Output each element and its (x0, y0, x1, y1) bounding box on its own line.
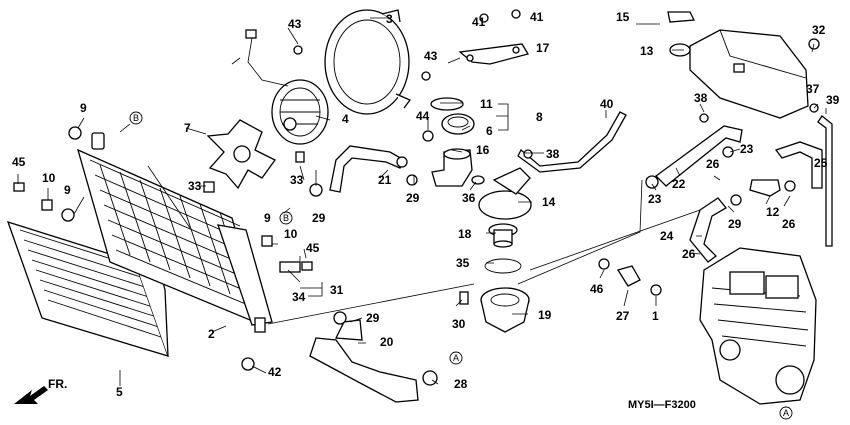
reservoir-tank (667, 11, 809, 119)
callout-40: 40 (600, 97, 614, 111)
front-direction-arrow: FR. (14, 377, 67, 404)
callout-43-a: 43 (288, 17, 302, 31)
leader-lines (17, 17, 827, 386)
callout-21: 21 (378, 173, 392, 187)
callout-9-a: 9 (80, 101, 87, 115)
callout-33-a: 33 (188, 179, 202, 193)
callout-6: 6 (486, 124, 493, 138)
callout-3: 3 (386, 12, 393, 26)
callout-38-b: 38 (546, 147, 560, 161)
callout-labels: 1 2 3 4 5 6 7 8 9 9 9 10 10 11 12 13 14 … (12, 10, 840, 399)
callout-41-b: 41 (530, 10, 544, 24)
callout-35: 35 (456, 256, 470, 270)
thermostat (484, 223, 522, 274)
callout-29-c: 29 (728, 217, 742, 231)
callout-45-a: 45 (12, 155, 26, 169)
hose-25 (774, 115, 833, 247)
callout-29-d: 29 (366, 311, 380, 325)
ref-marker-a-bottom: A (779, 406, 793, 420)
callout-27: 27 (616, 309, 630, 323)
front-label: FR. (48, 377, 67, 391)
callout-31: 31 (330, 283, 344, 297)
callout-46: 46 (590, 282, 604, 296)
hose-22 (645, 125, 743, 189)
callout-29-a: 29 (406, 191, 420, 205)
callout-38-a: 38 (694, 91, 708, 105)
callout-43-b: 43 (424, 49, 438, 63)
callout-16: 16 (476, 143, 490, 157)
ref-b-mid-text: B (283, 213, 289, 223)
callout-13: 13 (640, 44, 654, 58)
callout-9-c: 9 (264, 211, 271, 225)
callout-39: 39 (826, 93, 840, 107)
callout-44: 44 (416, 109, 430, 123)
callout-23-b: 23 (648, 192, 662, 206)
callout-4: 4 (342, 112, 349, 126)
callout-8: 8 (536, 110, 543, 124)
callout-22: 22 (672, 177, 686, 191)
ref-a-bottom-text: A (783, 408, 789, 418)
callout-41-a: 41 (472, 15, 486, 29)
small-parts (13, 9, 820, 386)
callout-15: 15 (616, 10, 630, 24)
callout-23-a: 23 (740, 142, 754, 156)
callout-36: 36 (462, 191, 476, 205)
radiator-cap (430, 97, 475, 135)
callout-10-a: 10 (42, 171, 56, 185)
hose-20 (309, 319, 419, 403)
callout-20: 20 (380, 335, 394, 349)
callout-7: 7 (184, 121, 191, 135)
callout-26-c: 26 (682, 247, 696, 261)
radiator (76, 132, 273, 333)
bracket-17 (458, 43, 530, 65)
callout-14: 14 (542, 195, 556, 209)
callout-37: 37 (806, 82, 820, 96)
ref-marker-b-top: B (129, 111, 143, 125)
callout-26-b: 26 (782, 217, 796, 231)
pipe-40 (517, 111, 627, 173)
callout-12: 12 (766, 205, 780, 219)
engine (699, 247, 817, 405)
ref-b-top-text: B (133, 113, 139, 123)
callout-18: 18 (458, 227, 472, 241)
callout-34: 34 (292, 290, 306, 304)
callout-17: 17 (536, 41, 550, 55)
callout-24: 24 (660, 229, 674, 243)
water-pump-cover (480, 287, 530, 333)
callout-9-b: 9 (64, 183, 71, 197)
thermostat-housing (471, 167, 532, 220)
callout-25: 25 (814, 156, 828, 170)
ref-a-mid-text: A (453, 353, 459, 363)
callout-2: 2 (208, 327, 215, 341)
callout-5: 5 (116, 385, 123, 399)
callout-42: 42 (268, 365, 282, 379)
callout-28: 28 (454, 377, 468, 391)
radiator-grille (6, 220, 170, 357)
fan-shroud (324, 9, 412, 115)
ref-marker-b-mid: B (279, 211, 293, 225)
callout-19: 19 (538, 308, 552, 322)
callout-30: 30 (452, 317, 466, 331)
hose-21 (329, 145, 408, 193)
callout-1: 1 (652, 309, 659, 323)
callout-11: 11 (480, 97, 493, 111)
joint-12 (689, 179, 796, 263)
callout-29-b: 29 (312, 211, 326, 225)
callout-32: 32 (812, 23, 826, 37)
fan-assembly (206, 29, 329, 190)
callout-45-b: 45 (306, 241, 320, 255)
diagram-code: MY5I—F3200 (628, 399, 696, 411)
callout-33-b: 33 (290, 173, 304, 187)
callout-26-a: 26 (706, 157, 720, 171)
callout-10-b: 10 (284, 227, 298, 241)
ref-marker-a-mid: A (449, 351, 463, 365)
filler-neck (431, 148, 473, 187)
